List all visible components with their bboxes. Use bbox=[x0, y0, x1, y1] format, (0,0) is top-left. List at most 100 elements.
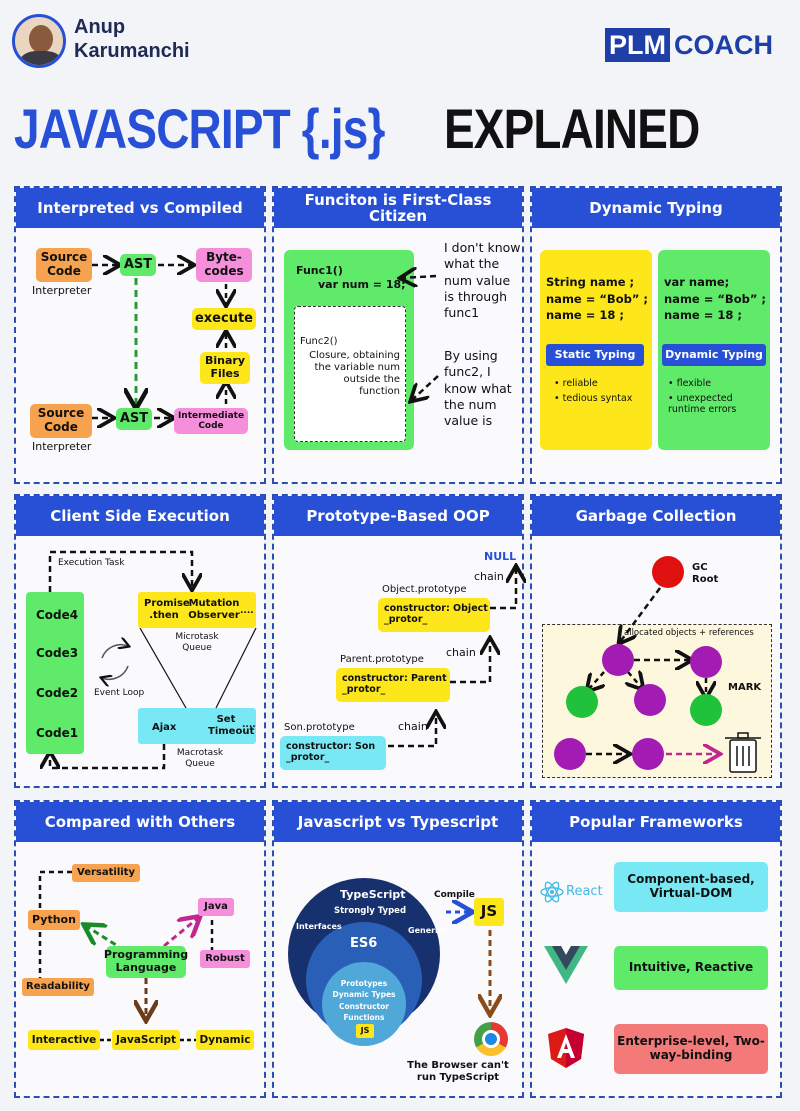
bytecodes-box: Byte-codes bbox=[196, 248, 252, 282]
chrome-icon bbox=[474, 1022, 508, 1056]
js-features: Prototypes Dynamic Types Constructor Fun… bbox=[332, 979, 396, 1022]
dynamic-box: Dynamic bbox=[196, 1030, 254, 1050]
panel-interpreted-vs-compiled: Interpreted vs Compiled Source Code Inte… bbox=[14, 186, 266, 484]
java-box: Java bbox=[198, 898, 234, 916]
gc-root-label: GC Root bbox=[692, 562, 719, 585]
parent-prototype-box: constructor: Parent _protor_ bbox=[336, 668, 450, 702]
son-prototype-box: constructor: Son _protor_ bbox=[280, 736, 386, 770]
code2: Code2 bbox=[36, 686, 79, 700]
func1-label: Func1() bbox=[296, 264, 343, 277]
interactive-box: Interactive bbox=[28, 1030, 100, 1050]
macrotask-dots: .... bbox=[242, 720, 256, 730]
static-point-1-text: reliable bbox=[562, 378, 598, 389]
panel-title: Javascript vs Typescript bbox=[274, 802, 522, 842]
logo-coach: COACH bbox=[674, 29, 773, 60]
angular-icon bbox=[548, 1028, 584, 1068]
vue-logo-svg bbox=[544, 946, 588, 984]
trash-icon bbox=[725, 732, 761, 773]
object-prototype-box: constructor: Object _protor_ bbox=[378, 598, 490, 632]
microtask-label: Microtask Queue bbox=[175, 632, 219, 653]
vue-icon bbox=[544, 946, 588, 986]
code4: Code4 bbox=[36, 608, 79, 622]
ajax: Ajax bbox=[152, 722, 177, 733]
dynamic-point-2: • unexpected runtime errors bbox=[668, 393, 737, 416]
static-typing-label: Static Typing bbox=[546, 344, 644, 366]
panel-prototype-oop: Prototype-Based OOP NULL chain Object.pr… bbox=[272, 494, 524, 788]
son-prototype-label: Son.prototype bbox=[284, 722, 355, 733]
ast-top: AST bbox=[120, 254, 156, 276]
plm-coach-logo: PLM COACH bbox=[605, 28, 773, 62]
prototype-chain-arrows bbox=[388, 496, 526, 748]
execution-task-label: Execution Task bbox=[58, 558, 125, 568]
programming-language-box: Programming Language bbox=[104, 946, 188, 978]
vue-description: Intuitive, Reactive bbox=[614, 946, 768, 990]
func2-body: Closure, obtaining the variable num outs… bbox=[309, 350, 400, 397]
react-icon bbox=[540, 880, 564, 904]
dynamic-code: var name; name = “Bob” ; name = 18 ; bbox=[664, 275, 766, 323]
author-first-name: Anup bbox=[74, 16, 126, 38]
interpreter-label-top: Interpreter bbox=[32, 284, 92, 297]
chain-label-middle: chain bbox=[446, 646, 476, 659]
source-code-bottom: Source Code bbox=[30, 404, 92, 438]
source-code-top: Source Code bbox=[36, 248, 92, 282]
event-loop-arrows bbox=[16, 550, 257, 770]
panel-title: Prototype-Based OOP bbox=[274, 496, 522, 536]
panel-popular-frameworks: Popular Frameworks React Component-based… bbox=[530, 800, 782, 1098]
static-point-2: • tedious syntax bbox=[554, 393, 633, 404]
interfaces-label: Interfaces bbox=[296, 922, 342, 931]
intermediate-code-box: Intermediate Code bbox=[174, 408, 248, 434]
page-title: JAVASCRIPT {.js} EXPLAINED bbox=[14, 88, 756, 168]
event-loop-label: Event Loop bbox=[94, 688, 145, 698]
strongly-typed-label: Strongly Typed bbox=[334, 906, 407, 916]
object-prototype-label: Object.prototype bbox=[382, 584, 467, 595]
generics-label: Generics bbox=[408, 926, 448, 935]
microtask-dots: .... bbox=[240, 606, 254, 616]
note-func2: By using func2, I know what the num valu… bbox=[444, 348, 512, 428]
python-box: Python bbox=[28, 910, 80, 930]
func2-label: Func2() bbox=[300, 336, 338, 347]
react-description: Component-based, Virtual-DOM bbox=[614, 862, 768, 912]
panel-client-side-execution: Client Side Execution Execution Task Cod… bbox=[14, 494, 266, 788]
func2-box bbox=[294, 306, 406, 442]
panel-first-class-function: Funciton is First-Class Citizen Func1() … bbox=[272, 186, 524, 484]
func1-body: var num = 18; bbox=[318, 278, 406, 291]
panel-title: Compared with Others bbox=[16, 802, 264, 842]
flow-arrows bbox=[92, 188, 268, 486]
microtask-queue bbox=[138, 592, 256, 628]
macrotask-queue bbox=[138, 708, 256, 744]
react-name: React bbox=[566, 884, 603, 899]
chain-label-bottom: chain bbox=[398, 720, 428, 733]
es6-label: ES6 bbox=[350, 936, 378, 951]
readability-box: Readability bbox=[22, 978, 94, 996]
logo-plm: PLM bbox=[605, 28, 670, 62]
panel-title: Client Side Execution bbox=[16, 496, 264, 536]
note-func1: I don't know what the num value is throu… bbox=[444, 240, 521, 320]
binary-files-box: Binary Files bbox=[200, 352, 250, 384]
dynamic-point-2-text: unexpected runtime errors bbox=[668, 393, 737, 416]
ast-bottom: AST bbox=[116, 408, 152, 430]
robust-box: Robust bbox=[200, 950, 250, 968]
dynamic-point-1: • flexible bbox=[668, 378, 712, 389]
allocated-label: allocated objects + references bbox=[624, 628, 754, 638]
panel-javascript-vs-typescript: Javascript vs Typescript TypeScript Stro… bbox=[272, 800, 524, 1098]
comparison-arrows bbox=[38, 870, 214, 1042]
panel-garbage-collection: Garbage Collection GC Root allocated bbox=[530, 494, 782, 788]
panel-title: Dynamic Typing bbox=[532, 188, 780, 228]
js-small-badge: JS bbox=[356, 1024, 374, 1038]
browser-note: The Browser can't run TypeScript bbox=[407, 1060, 509, 1083]
pointer-arrows bbox=[274, 188, 439, 486]
static-point-2-text: tedious syntax bbox=[562, 393, 633, 404]
interpreter-label-bottom: Interpreter bbox=[32, 440, 92, 453]
angular-description: Enterprise-level, Two-way-binding bbox=[614, 1024, 768, 1074]
panel-title: Funciton is First-Class Citizen bbox=[274, 188, 522, 228]
js-big-badge: JS bbox=[474, 898, 504, 926]
static-code: String name ; name = “Bob” ; name = 18 ; bbox=[546, 275, 648, 323]
static-point-1: • reliable bbox=[554, 378, 598, 389]
panel-title: Popular Frameworks bbox=[532, 802, 780, 842]
gc-graph bbox=[554, 556, 761, 773]
panel-dynamic-typing: Dynamic Typing String name ; name = “Bob… bbox=[530, 186, 782, 484]
code1: Code1 bbox=[36, 726, 79, 740]
angular-logo-svg bbox=[548, 1028, 584, 1068]
call-stack bbox=[26, 592, 84, 754]
macrotask-label: Macrotask Queue bbox=[176, 748, 224, 769]
